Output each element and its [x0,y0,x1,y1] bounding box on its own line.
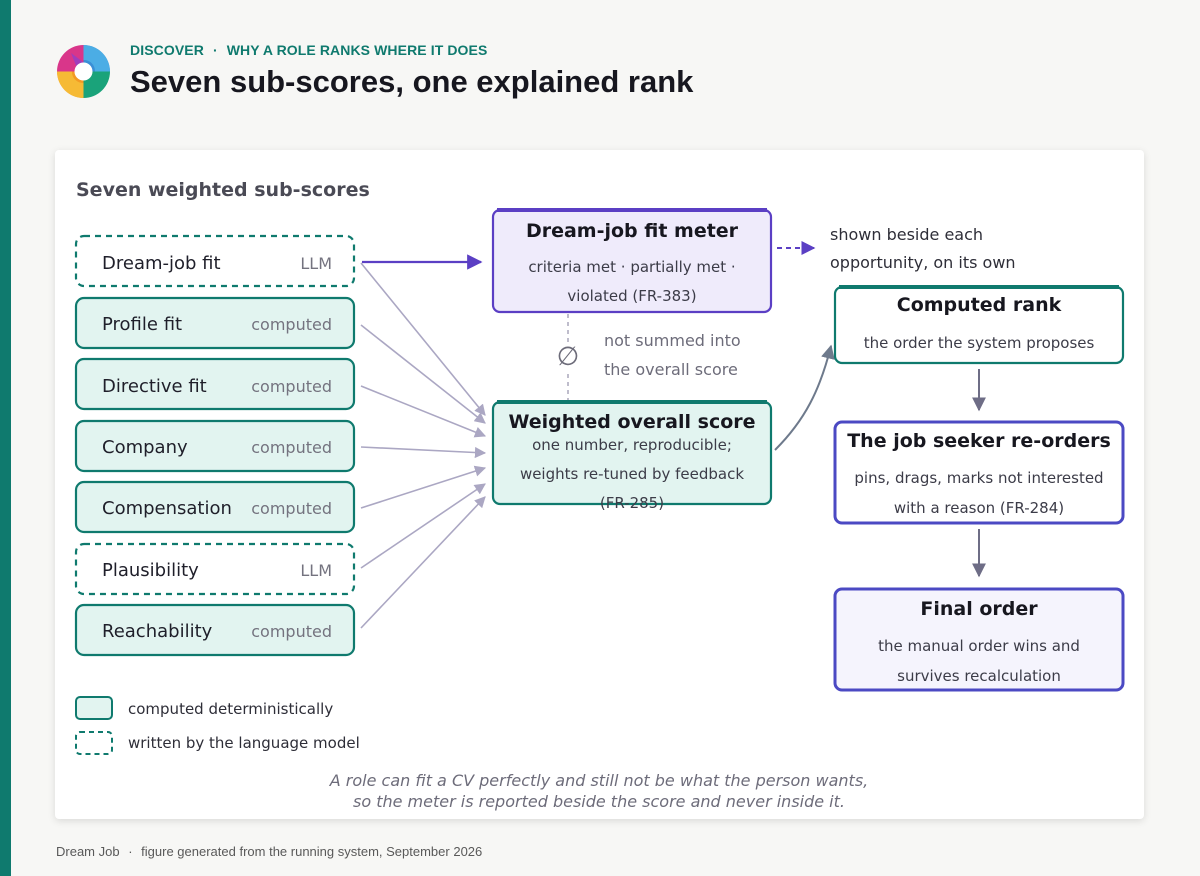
subscore-label: Dream-job fit [102,253,221,274]
dream-job-fit-meter: Dream-job fit meter criteria met · parti… [491,208,773,314]
kicker-section: DISCOVER [130,42,204,58]
meter-note-line-2: opportunity, on its own [830,253,1016,272]
subscore-label: Plausibility [102,560,199,581]
weighted-title: Weighted overall score [508,411,755,433]
arrow-company [360,446,487,459]
kicker-topic: WHY A ROLE RANKS WHERE IT DOES [226,42,488,58]
legend: computed deterministically written by th… [75,696,360,755]
subscore-company: Company computed [74,419,356,473]
caption-line-1: A role can fit a CV perfectly and still … [329,771,869,790]
meter-line-1: criteria met · partially met · [528,258,735,276]
arrow-to-computed-rank [774,344,835,451]
subscore-dream-job-fit: Dream-job fit LLM [74,234,356,288]
final-line-1: the manual order wins and [878,637,1080,655]
section-title: Seven weighted sub-scores [76,179,370,201]
footer-note: figure generated from the running system… [141,844,483,859]
subscore-tag: LLM [300,561,332,580]
empty-set-icon: ∅ [557,342,580,372]
meter-title: Dream-job fit meter [526,220,739,242]
subscore-plausibility: Plausibility LLM [74,542,356,596]
subscore-label: Company [102,437,188,458]
reorders-line-2: with a reason (FR-284) [894,499,1064,517]
page-kicker: DISCOVER · WHY A ROLE RANKS WHERE IT DOE… [130,42,487,58]
final-title: Final order [920,598,1038,620]
subscore-label: Reachability [102,621,213,642]
caption-line-2: so the meter is reported beside the scor… [353,792,845,811]
subscore-compensation: Compensation computed [74,480,356,534]
page-footer: Dream Job · figure generated from the ru… [56,844,482,859]
arrow-reachability [360,496,486,629]
arrow-compensation [360,465,487,509]
subscore-tag: computed [251,315,332,334]
subscore-tag: computed [251,499,332,518]
left-accent-stripe [0,0,11,876]
arrow-profile-fit [360,324,486,424]
arrow-directive-fit [360,385,487,438]
weighted-line-3: (FR-285) [600,494,664,512]
footer-separator: · [128,844,133,859]
app-logo-icon [57,45,110,98]
not-summed-line-1: not summed into [604,331,741,350]
arrow-plausibility [360,483,486,569]
final-order-box: Final order the manual order wins and su… [833,587,1125,692]
subscore-tag: computed [251,377,332,396]
weighted-line-1: one number, reproducible; [532,436,732,454]
subscore-label: Compensation [102,498,232,519]
legend-llm-label: written by the language model [128,734,360,752]
computed-rank-line-1: the order the system proposes [864,334,1095,352]
not-summed-line-2: the overall score [604,360,738,379]
arrow-dream-job-fit [360,262,486,416]
subscore-tag: computed [251,438,332,457]
subscore-label: Directive fit [102,376,207,397]
subscore-tag: LLM [300,254,332,273]
final-line-2: survives recalculation [897,667,1061,685]
weighted-overall-score: Weighted overall score one number, repro… [491,400,773,512]
computed-rank-box: Computed rank the order the system propo… [833,285,1125,365]
subscore-reachability: Reachability computed [74,603,356,657]
subscore-directive-fit: Directive fit computed [74,357,356,411]
weighted-line-2: weights re-tuned by feedback [520,465,744,483]
subscore-profile-fit: Profile fit computed [74,296,356,350]
reorders-title: The job seeker re-orders [847,430,1111,452]
legend-computed-label: computed deterministically [128,700,333,718]
diagram-card: Seven weighted sub-scores Dream-job fit … [55,150,1144,819]
legend-computed-swatch [75,696,113,720]
computed-rank-title: Computed rank [897,294,1062,316]
footer-brand: Dream Job [56,844,120,859]
meter-note-line-1: shown beside each [830,225,983,244]
legend-llm-swatch [75,731,113,755]
reorders-line-1: pins, drags, marks not interested [854,469,1103,487]
meter-line-2: violated (FR-383) [567,287,696,305]
page-title: Seven sub-scores, one explained rank [130,64,694,99]
subscore-tag: computed [251,622,332,641]
subscore-arrows [360,262,487,629]
subscore-label: Profile fit [102,314,182,335]
reorders-box: The job seeker re-orders pins, drags, ma… [833,420,1125,525]
kicker-separator: · [212,42,218,58]
pipeline-diagram: Seven weighted sub-scores Dream-job fit … [74,179,1125,811]
